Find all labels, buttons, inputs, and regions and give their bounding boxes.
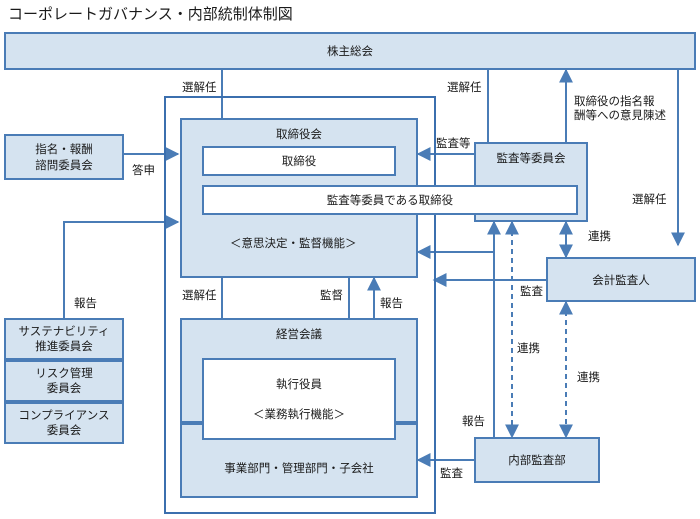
- label-answer: 答申: [132, 163, 155, 177]
- audit-committee-label: 監査等委員会: [496, 151, 566, 165]
- accounting-auditor-label: 会計監査人: [592, 272, 650, 287]
- sustainability-label-1: サステナビリティ: [18, 324, 110, 338]
- label-opinion-1: 取締役の指名報: [574, 94, 655, 108]
- label-report-internal: 報告: [462, 414, 485, 428]
- label-elect-exec: 選解任: [182, 288, 217, 302]
- internal-audit-box: 内部監査部: [474, 437, 600, 483]
- shareholders-meeting-box: 株主総会: [4, 32, 696, 70]
- risk-committee-box: リスク管理 委員会: [4, 360, 124, 402]
- internal-audit-label: 内部監査部: [508, 453, 566, 467]
- arrow-report-committees: [63, 215, 180, 318]
- label-elect-auditor: 選解任: [632, 192, 667, 206]
- shareholders-meeting-label: 株主総会: [327, 44, 373, 58]
- departments-label: 事業部門・管理部門・子会社: [224, 460, 374, 475]
- label-elect-audit: 選解任: [447, 80, 482, 94]
- label-audit-board: 監査等: [436, 136, 471, 150]
- accounting-auditor-box: 会計監査人: [546, 257, 696, 302]
- executive-officers-box: 執行役員 ＜業務執行機能＞: [202, 358, 396, 440]
- risk-label-2: 委員会: [46, 381, 82, 395]
- audit-director-label-overlay: 監査等委員である取締役: [326, 193, 454, 207]
- page-title: コーポレートガバナンス・内部統制体制図: [8, 5, 293, 23]
- compliance-label-2: 委員会: [46, 423, 82, 437]
- nomination-committee-box: 指名・報酬 諮問委員会: [4, 134, 124, 180]
- risk-label-1: リスク管理: [35, 366, 93, 380]
- compliance-committee-box: コンプライアンス 委員会: [4, 402, 124, 444]
- label-opinion-2: 酬等への意見陳述: [574, 108, 666, 122]
- label-cooperate-3: 連携: [577, 370, 600, 384]
- label-elect-board: 選解任: [182, 80, 217, 94]
- label-cooperate-1: 連携: [588, 229, 611, 243]
- sustainability-label-2: 推進委員会: [35, 339, 93, 353]
- board-label: 取締役会: [276, 127, 322, 141]
- director-label: 取締役: [281, 154, 317, 168]
- executive-function-label: ＜業務執行機能＞: [253, 407, 345, 421]
- nomination-committee-label-2: 諮問委員会: [35, 158, 93, 172]
- label-audit-auditor: 監査: [520, 284, 543, 298]
- director-box: 取締役: [202, 146, 396, 176]
- label-audit-internal: 監査: [440, 466, 463, 480]
- board-function-label: ＜意思決定・監督機能＞: [230, 236, 357, 250]
- label-report-exec: 報告: [380, 296, 403, 310]
- executive-officers-label: 執行役員: [276, 377, 322, 391]
- label-cooperate-2: 連携: [517, 341, 540, 355]
- compliance-label-1: コンプライアンス: [18, 408, 110, 422]
- label-supervise: 監督: [320, 288, 343, 302]
- audit-director-box-overlay: 監査等委員である取締役: [202, 185, 578, 215]
- label-report-committees: 報告: [74, 296, 97, 310]
- nomination-committee-label-1: 指名・報酬: [35, 142, 93, 156]
- sustainability-committee-box: サステナビリティ 推進委員会: [4, 318, 124, 360]
- governance-frame: [164, 96, 436, 514]
- management-meeting-label: 経営会議: [276, 327, 322, 341]
